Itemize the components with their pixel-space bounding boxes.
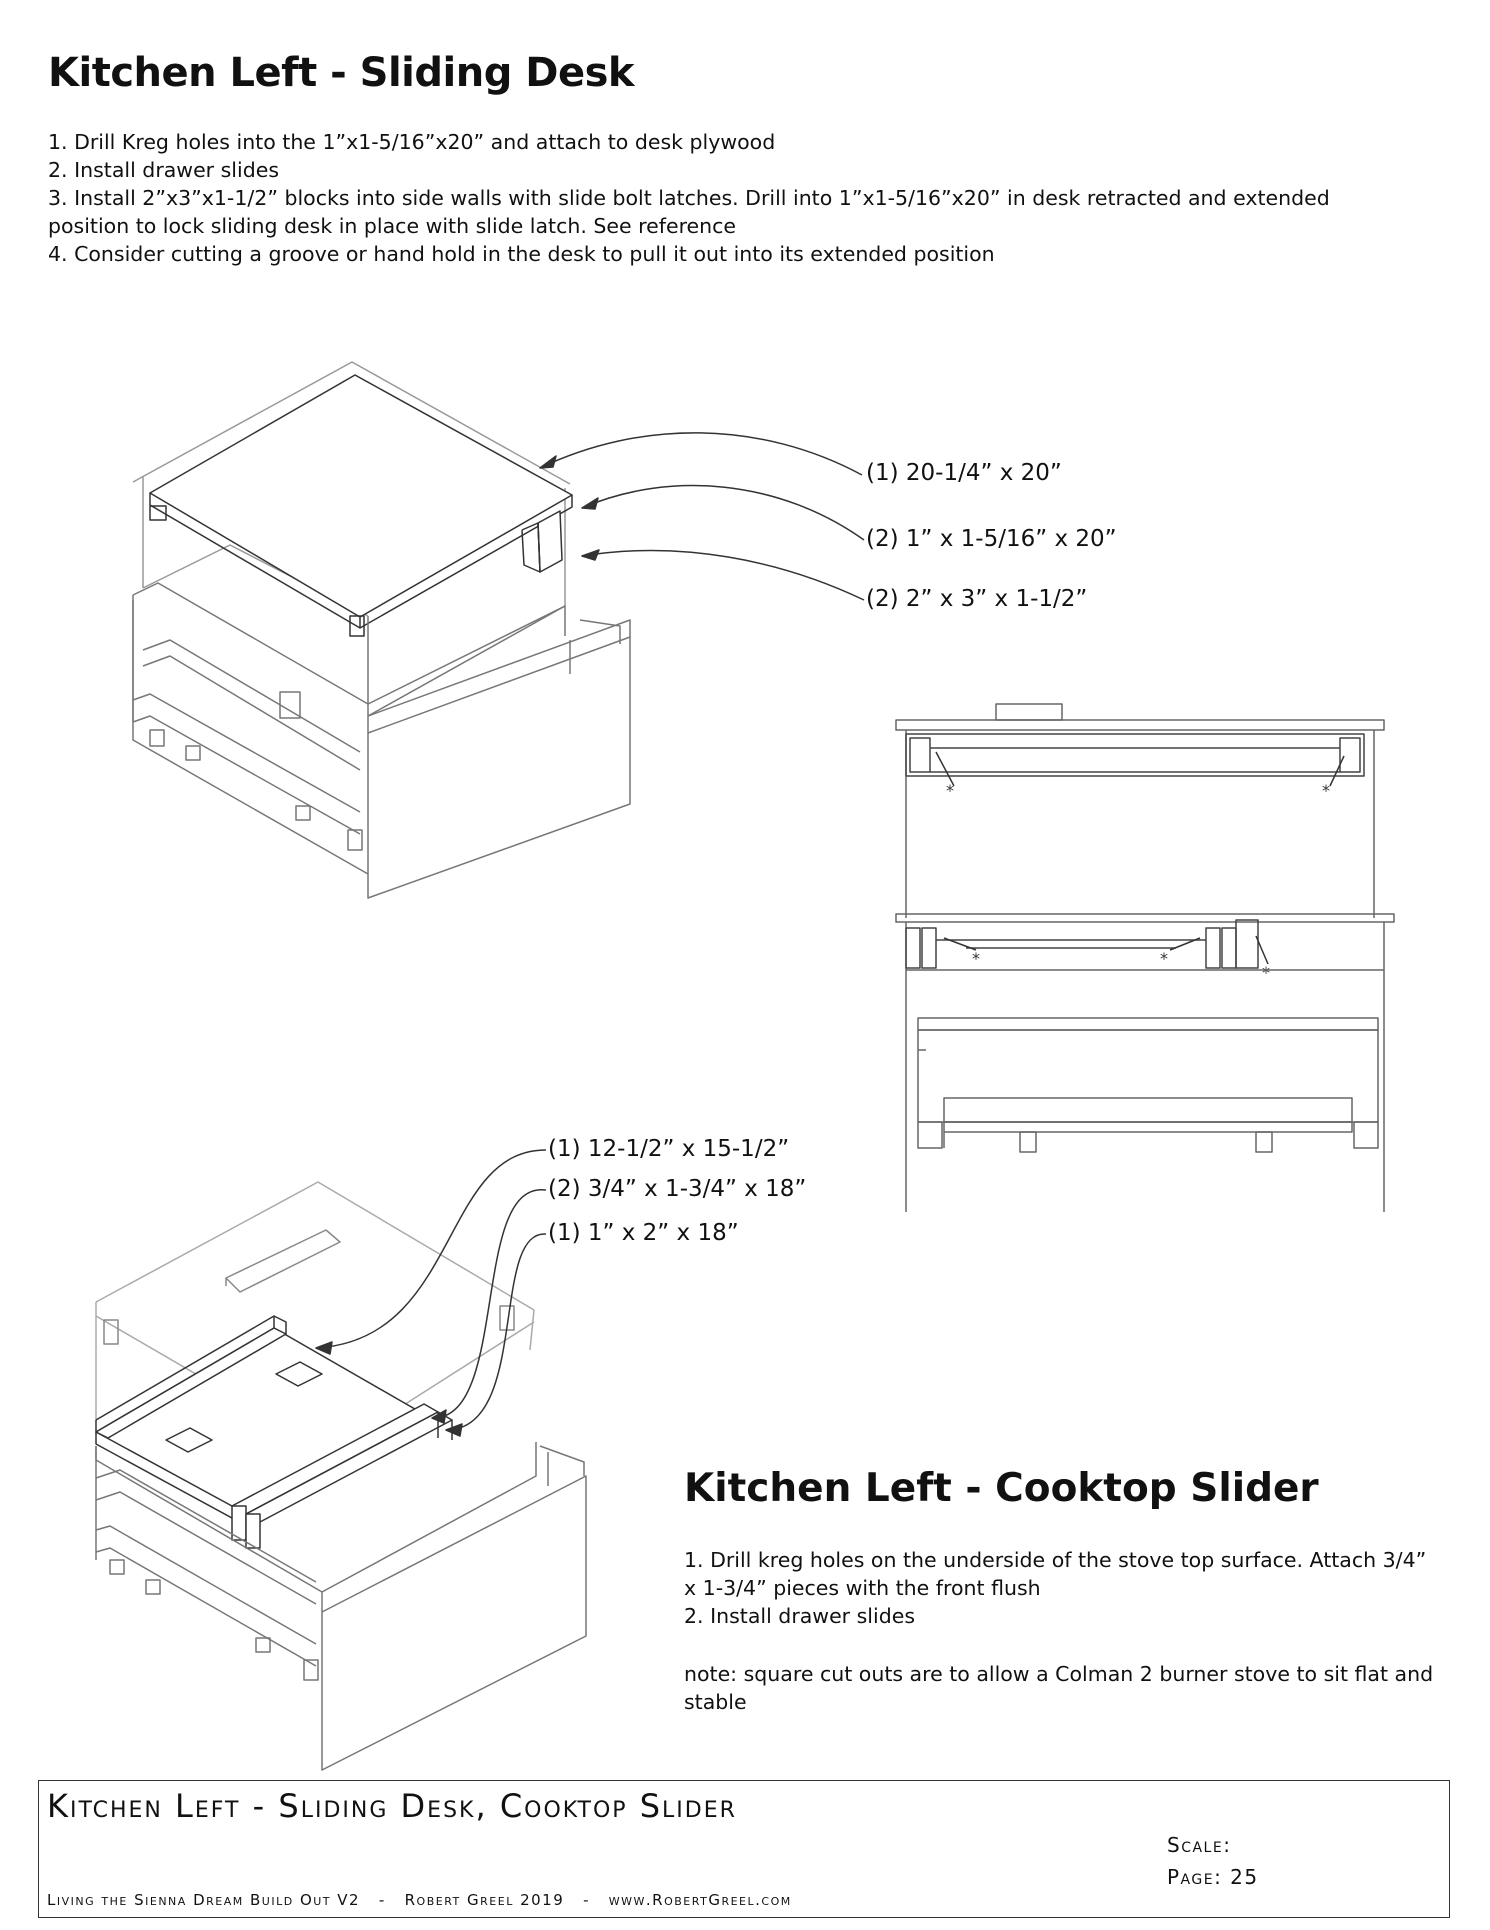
latch-marker-icon: * [972,949,980,968]
callout-cooktop-board: (1) 12-1/2” x 15-1/2” [548,1136,790,1162]
sliding-desk-leaders [539,432,865,601]
page-title: Kitchen Left - Sliding Desk [48,50,635,96]
title-block: Kitchen Left - Sliding Desk, Cooktop Sli… [38,1780,1450,1918]
callout-latch-blocks: (2) 2” x 3” x 1-1/2” [866,586,1088,612]
cooktop-slider-isometric [95,1181,587,1771]
sliding-desk-isometric [132,361,631,899]
cooktop-step-1: 1. Drill kreg holes on the underside of … [684,1548,1427,1600]
cooktop-slider-note: note: square cut outs are to allow a Col… [684,1662,1434,1714]
step-1: 1. Drill Kreg holes into the 1”x1-5/16”x… [48,130,776,154]
front-elevation-reference: * * * * * [895,703,1395,1212]
arrow-head-icon [315,1341,333,1355]
arrow-head-icon [581,549,600,561]
title-block-page: Page: 25 [1167,1865,1259,1889]
arrow-head-icon [445,1423,463,1437]
latch-marker-icon: * [946,781,954,800]
latch-marker-icon: * [1262,963,1270,982]
step-4: 4. Consider cutting a groove or hand hol… [48,242,995,266]
arrow-head-icon [539,455,557,469]
callout-desk-rails: (2) 1” x 1-5/16” x 20” [866,526,1117,552]
title-block-title: Kitchen Left - Sliding Desk, Cooktop Sli… [47,1787,737,1825]
title-block-scale: Scale: [1167,1833,1232,1857]
arrow-head-icon [581,497,599,510]
callout-cooktop-back-rail: (1) 1” x 2” x 18” [548,1220,739,1246]
latch-marker-icon: * [1160,949,1168,968]
cooktop-step-2: 2. Install drawer slides [684,1604,916,1628]
cooktop-slider-title: Kitchen Left - Cooktop Slider [684,1466,1319,1511]
latch-marker-icon: * [1322,781,1330,800]
step-2: 2. Install drawer slides [48,158,280,182]
sliding-desk-steps: 1. Drill Kreg holes into the 1”x1-5/16”x… [48,128,1408,268]
step-3: 3. Install 2”x3”x1-1/2” blocks into side… [48,186,1330,238]
callout-desk-plywood: (1) 20-1/4” x 20” [866,460,1062,486]
cooktop-slider-steps: 1. Drill kreg holes on the underside of … [684,1546,1444,1630]
title-block-subtitle: Living the Sienna Dream Build Out V2 - R… [47,1891,792,1909]
callout-cooktop-rails: (2) 3/4” x 1-3/4” x 18” [548,1176,807,1202]
arrow-head-icon [431,1409,447,1424]
cooktop-slider-leaders [315,1149,547,1437]
